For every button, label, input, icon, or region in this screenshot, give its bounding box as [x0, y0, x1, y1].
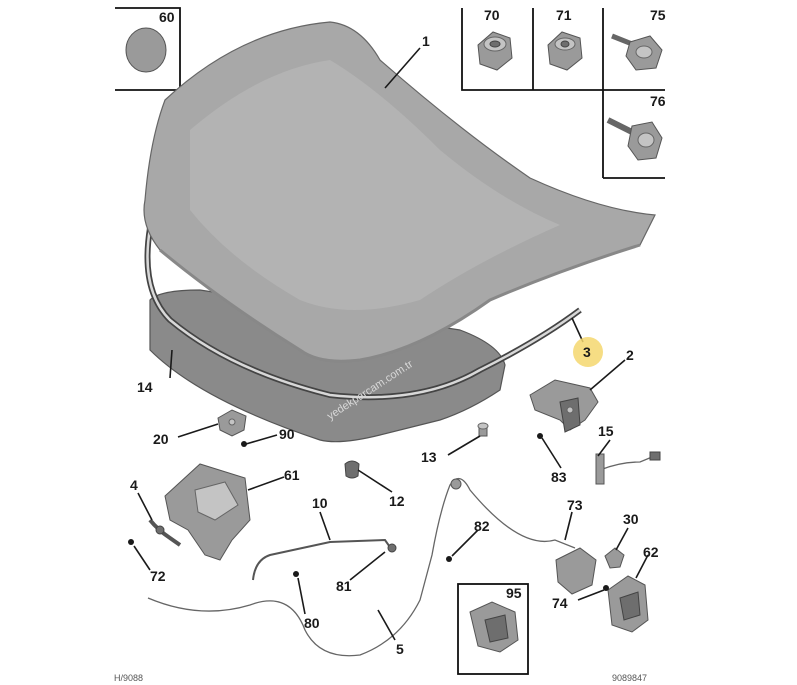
footer-right-ref: 9089847 [612, 673, 647, 683]
box-part-95: 95 [457, 583, 529, 675]
callout-71: 71 [556, 7, 572, 23]
harness-15-shape [595, 451, 661, 485]
bolt-74-dot [603, 585, 609, 591]
callout-14: 14 [137, 379, 153, 395]
cable-5-shape [147, 478, 576, 657]
callout-3: 3 [583, 344, 591, 360]
callout-15: 15 [598, 423, 614, 439]
switch-30-shape [604, 547, 625, 569]
callout-95: 95 [506, 585, 522, 601]
callout-61: 61 [284, 467, 300, 483]
callout-62: 62 [643, 544, 659, 560]
nut-71-shape [547, 31, 583, 71]
secondary-lock-73-shape [555, 547, 597, 595]
bolt-90-dot [241, 441, 247, 447]
hood-seal-3-shape [144, 227, 582, 401]
callout-5: 5 [396, 641, 404, 657]
callout-70: 70 [484, 7, 500, 23]
highlight-circle-3 [573, 337, 603, 367]
callout-20: 20 [153, 431, 169, 447]
hood-lock-62-shape [607, 575, 649, 633]
callout-13: 13 [421, 449, 437, 465]
callout-1: 1 [422, 33, 430, 49]
release-cable-10-shape [252, 538, 397, 581]
box-part-60: 60 [115, 7, 181, 91]
clip-80-dot [293, 571, 299, 577]
clip-82-dot [446, 556, 452, 562]
bolt-83-dot [537, 433, 543, 439]
hinge-2-shape [529, 379, 599, 433]
footer-left-ref: H/9088 [114, 673, 143, 683]
box-group-fasteners: 70 71 75 76 [461, 7, 666, 179]
callout-75: 75 [650, 7, 666, 23]
callout-74: 74 [552, 595, 568, 611]
callout-83: 83 [551, 469, 567, 485]
callout-90: 90 [279, 426, 295, 442]
pin-13-shape [477, 422, 489, 437]
callout-60: 60 [159, 9, 175, 25]
bracket-20-shape [217, 409, 247, 437]
fastener-dots [128, 433, 609, 591]
bolt-76-shape [606, 117, 663, 161]
bumper-12-shape [344, 460, 360, 479]
callout-72: 72 [150, 568, 166, 584]
nut-70-shape [477, 31, 513, 71]
striker-4-shape [148, 518, 182, 547]
callout-76: 76 [650, 93, 666, 109]
callout-12: 12 [389, 493, 405, 509]
callout-82: 82 [474, 518, 490, 534]
callout-2: 2 [626, 347, 634, 363]
callout-73: 73 [567, 497, 583, 513]
callout-10: 10 [312, 495, 328, 511]
bolt-75-shape [611, 33, 663, 71]
plug-cap-60-shape [125, 27, 167, 73]
callout-81: 81 [336, 578, 352, 594]
callout-labels: 1 2 3 4 5 10 12 13 14 15 20 30 61 62 72 … [130, 33, 659, 657]
lock-plate-61-shape [164, 463, 251, 561]
callout-80: 80 [304, 615, 320, 631]
bolt-72-dot [128, 539, 134, 545]
leader-lines [133, 47, 649, 641]
callout-4: 4 [130, 477, 138, 493]
bonnet-1-shape [143, 21, 656, 363]
callout-30: 30 [623, 511, 639, 527]
